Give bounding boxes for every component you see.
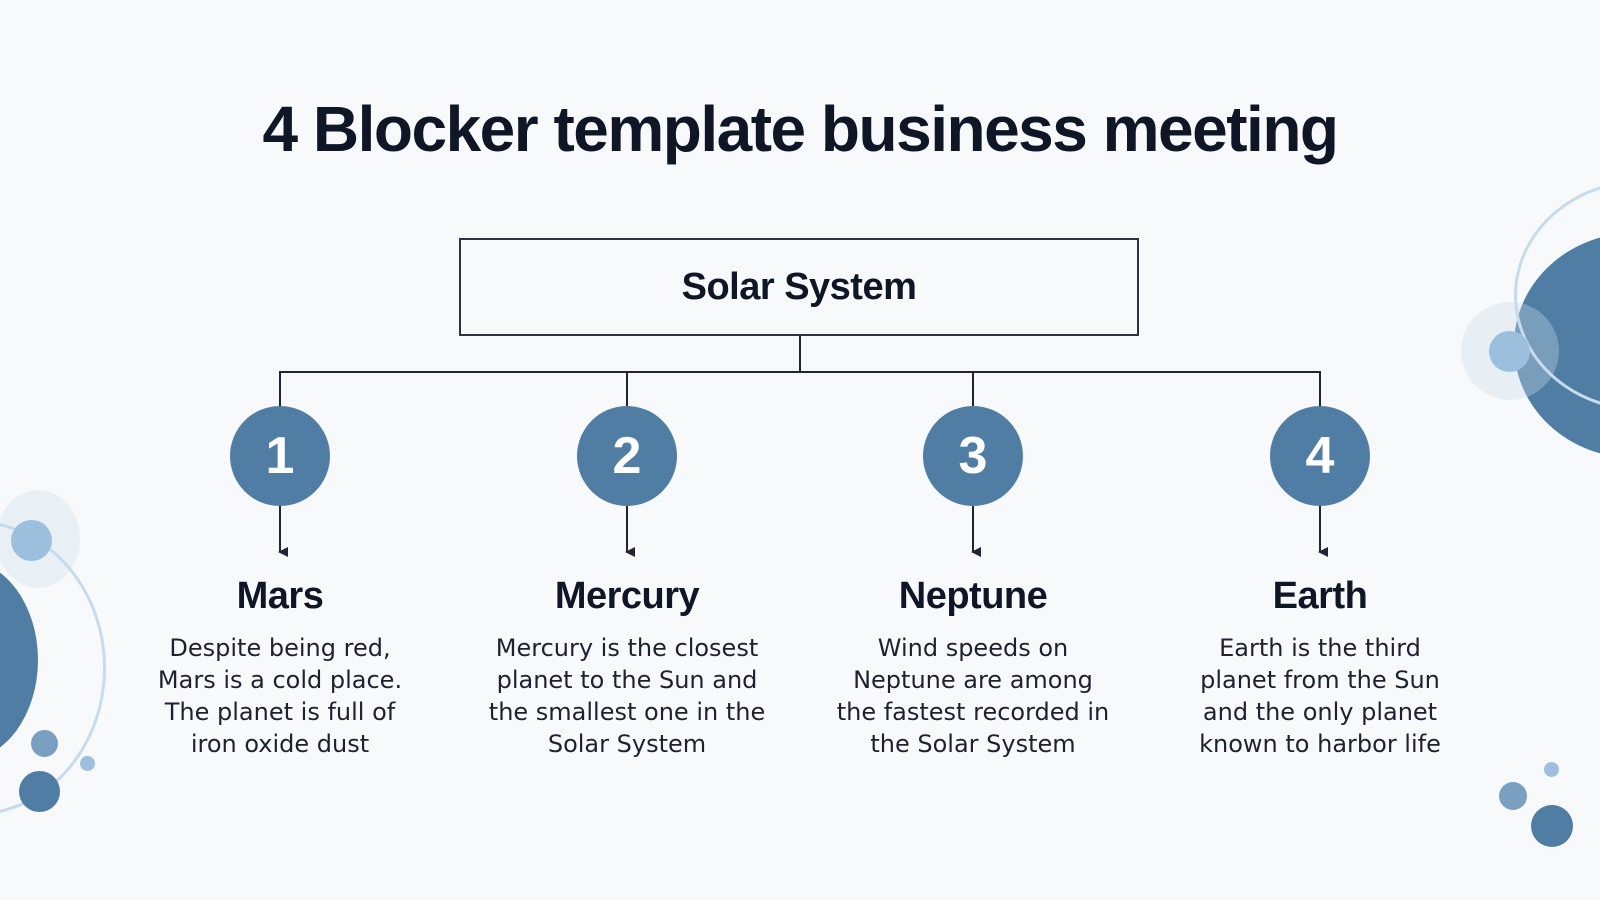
step-number-3: 3 <box>923 406 1023 506</box>
node-heading: Neptune <box>898 575 1048 617</box>
node-heading: Mars <box>236 575 324 617</box>
description-line: Mercury is the closest <box>495 634 759 662</box>
step-number-4: 4 <box>1270 406 1370 506</box>
description-line: the smallest one in the <box>488 698 766 726</box>
node-earth: Earth Earth is the third planet from the… <box>1170 574 1470 760</box>
decorative-moon-left <box>11 520 52 561</box>
decorative-dot-right-1 <box>1544 762 1559 777</box>
node-heading: Earth <box>1272 575 1368 617</box>
root-node-label: Solar System <box>681 265 917 308</box>
description-line: the Solar System <box>870 730 1076 758</box>
node-neptune: Neptune Wind speeds on Neptune are among… <box>823 574 1123 760</box>
description-line: Despite being red, <box>169 634 391 662</box>
decorative-dot-left-1 <box>31 730 58 757</box>
node-description: Despite being red, Mars is a cold place.… <box>130 632 430 760</box>
description-line: Mars is a cold place. <box>157 666 403 694</box>
node-description: Mercury is the closest planet to the Sun… <box>477 632 777 760</box>
node-heading: Mercury <box>554 575 700 617</box>
description-line: iron oxide dust <box>190 730 370 758</box>
description-line: Solar System <box>547 730 707 758</box>
description-line: planet from the Sun <box>1200 666 1440 694</box>
description-line: Earth is the third <box>1219 634 1421 662</box>
node-mercury: Mercury Mercury is the closest planet to… <box>477 574 777 760</box>
description-line: The planet is full of <box>164 698 396 726</box>
node-mars: Mars Despite being red, Mars is a cold p… <box>130 574 430 760</box>
root-node-box: Solar System <box>459 238 1139 336</box>
decorative-dot-left-2 <box>80 756 95 771</box>
description-line: Neptune are among <box>853 666 1093 694</box>
slide-title: 4 Blocker template business meeting <box>262 93 1340 165</box>
decorative-dot-left-3 <box>19 771 60 812</box>
description-line: known to harbor life <box>1199 730 1441 758</box>
decorative-dot-right-3 <box>1531 805 1573 847</box>
step-number-2: 2 <box>577 406 677 506</box>
node-description: Earth is the third planet from the Sun a… <box>1170 632 1470 760</box>
description-line: and the only planet <box>1202 698 1438 726</box>
description-line: planet to the Sun and <box>496 666 758 694</box>
step-number-1: 1 <box>230 406 330 506</box>
decorative-dot-right-2 <box>1499 782 1527 810</box>
description-line: the fastest recorded in <box>836 698 1110 726</box>
description-line: Wind speeds on <box>877 634 1069 662</box>
decorative-moon-right <box>1489 331 1530 372</box>
node-description: Wind speeds on Neptune are among the fas… <box>823 632 1123 760</box>
